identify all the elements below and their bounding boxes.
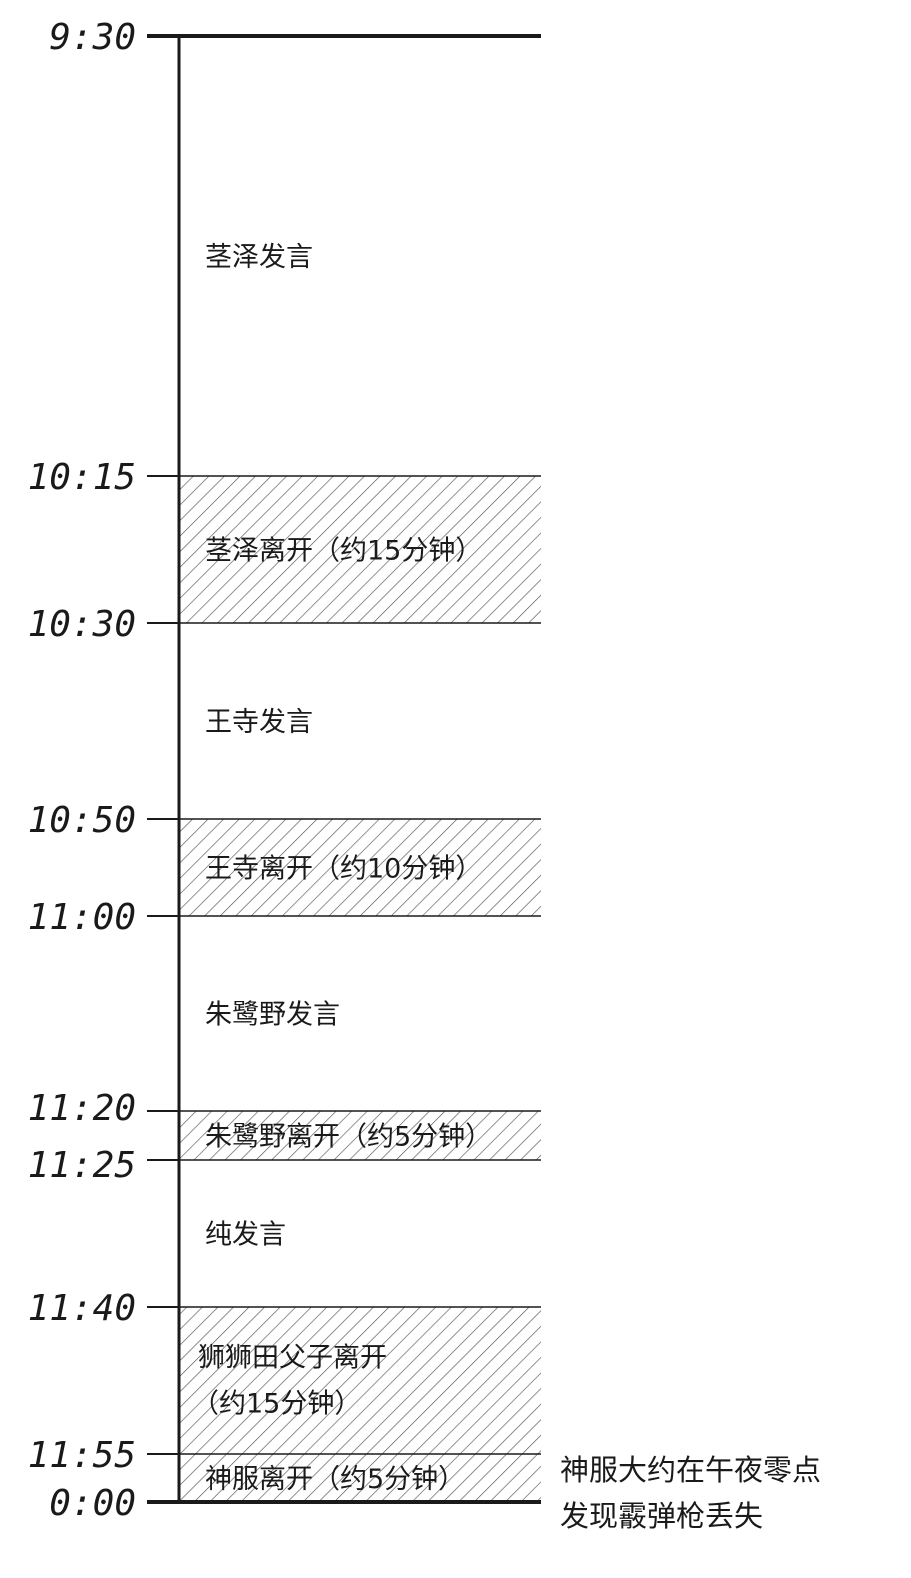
time-label: 10:15 (28, 457, 136, 498)
time-label: 10:50 (28, 800, 136, 841)
time-label: 11:55 (28, 1435, 136, 1476)
note-line-2: 发现霰弹枪丢失 (560, 1499, 763, 1533)
hatched-band (179, 1307, 541, 1454)
time-label: 11:25 (28, 1145, 136, 1186)
time-label: 11:00 (28, 897, 136, 938)
event-label: 纯发言 (205, 1220, 286, 1251)
time-label: 10:30 (28, 604, 136, 645)
event-label: 神服离开（约5分钟） (205, 1464, 465, 1495)
time-label: 9:30 (49, 17, 136, 58)
note-line-1: 神服大约在午夜零点 (560, 1453, 821, 1487)
event-label: 狮狮田父子离开 (198, 1343, 387, 1374)
time-label: 11:40 (28, 1288, 136, 1329)
hatched-band (179, 1111, 541, 1160)
hatched-band (179, 476, 541, 623)
time-label: 11:20 (28, 1088, 136, 1129)
event-label: 朱鹭野发言 (205, 1000, 340, 1031)
event-label: 茎泽发言 (205, 242, 313, 273)
time-label: 0:00 (49, 1483, 136, 1524)
event-label: 朱鹭野离开（约5分钟） (205, 1122, 492, 1153)
event-label-line-2: （约15分钟） (192, 1389, 361, 1420)
event-label: 茎泽离开（约15分钟） (205, 536, 482, 567)
event-label: 王寺发言 (205, 707, 313, 738)
hatched-band (179, 819, 541, 916)
hatched-band (179, 1454, 541, 1502)
event-label: 王寺离开（约10分钟） (205, 854, 482, 885)
